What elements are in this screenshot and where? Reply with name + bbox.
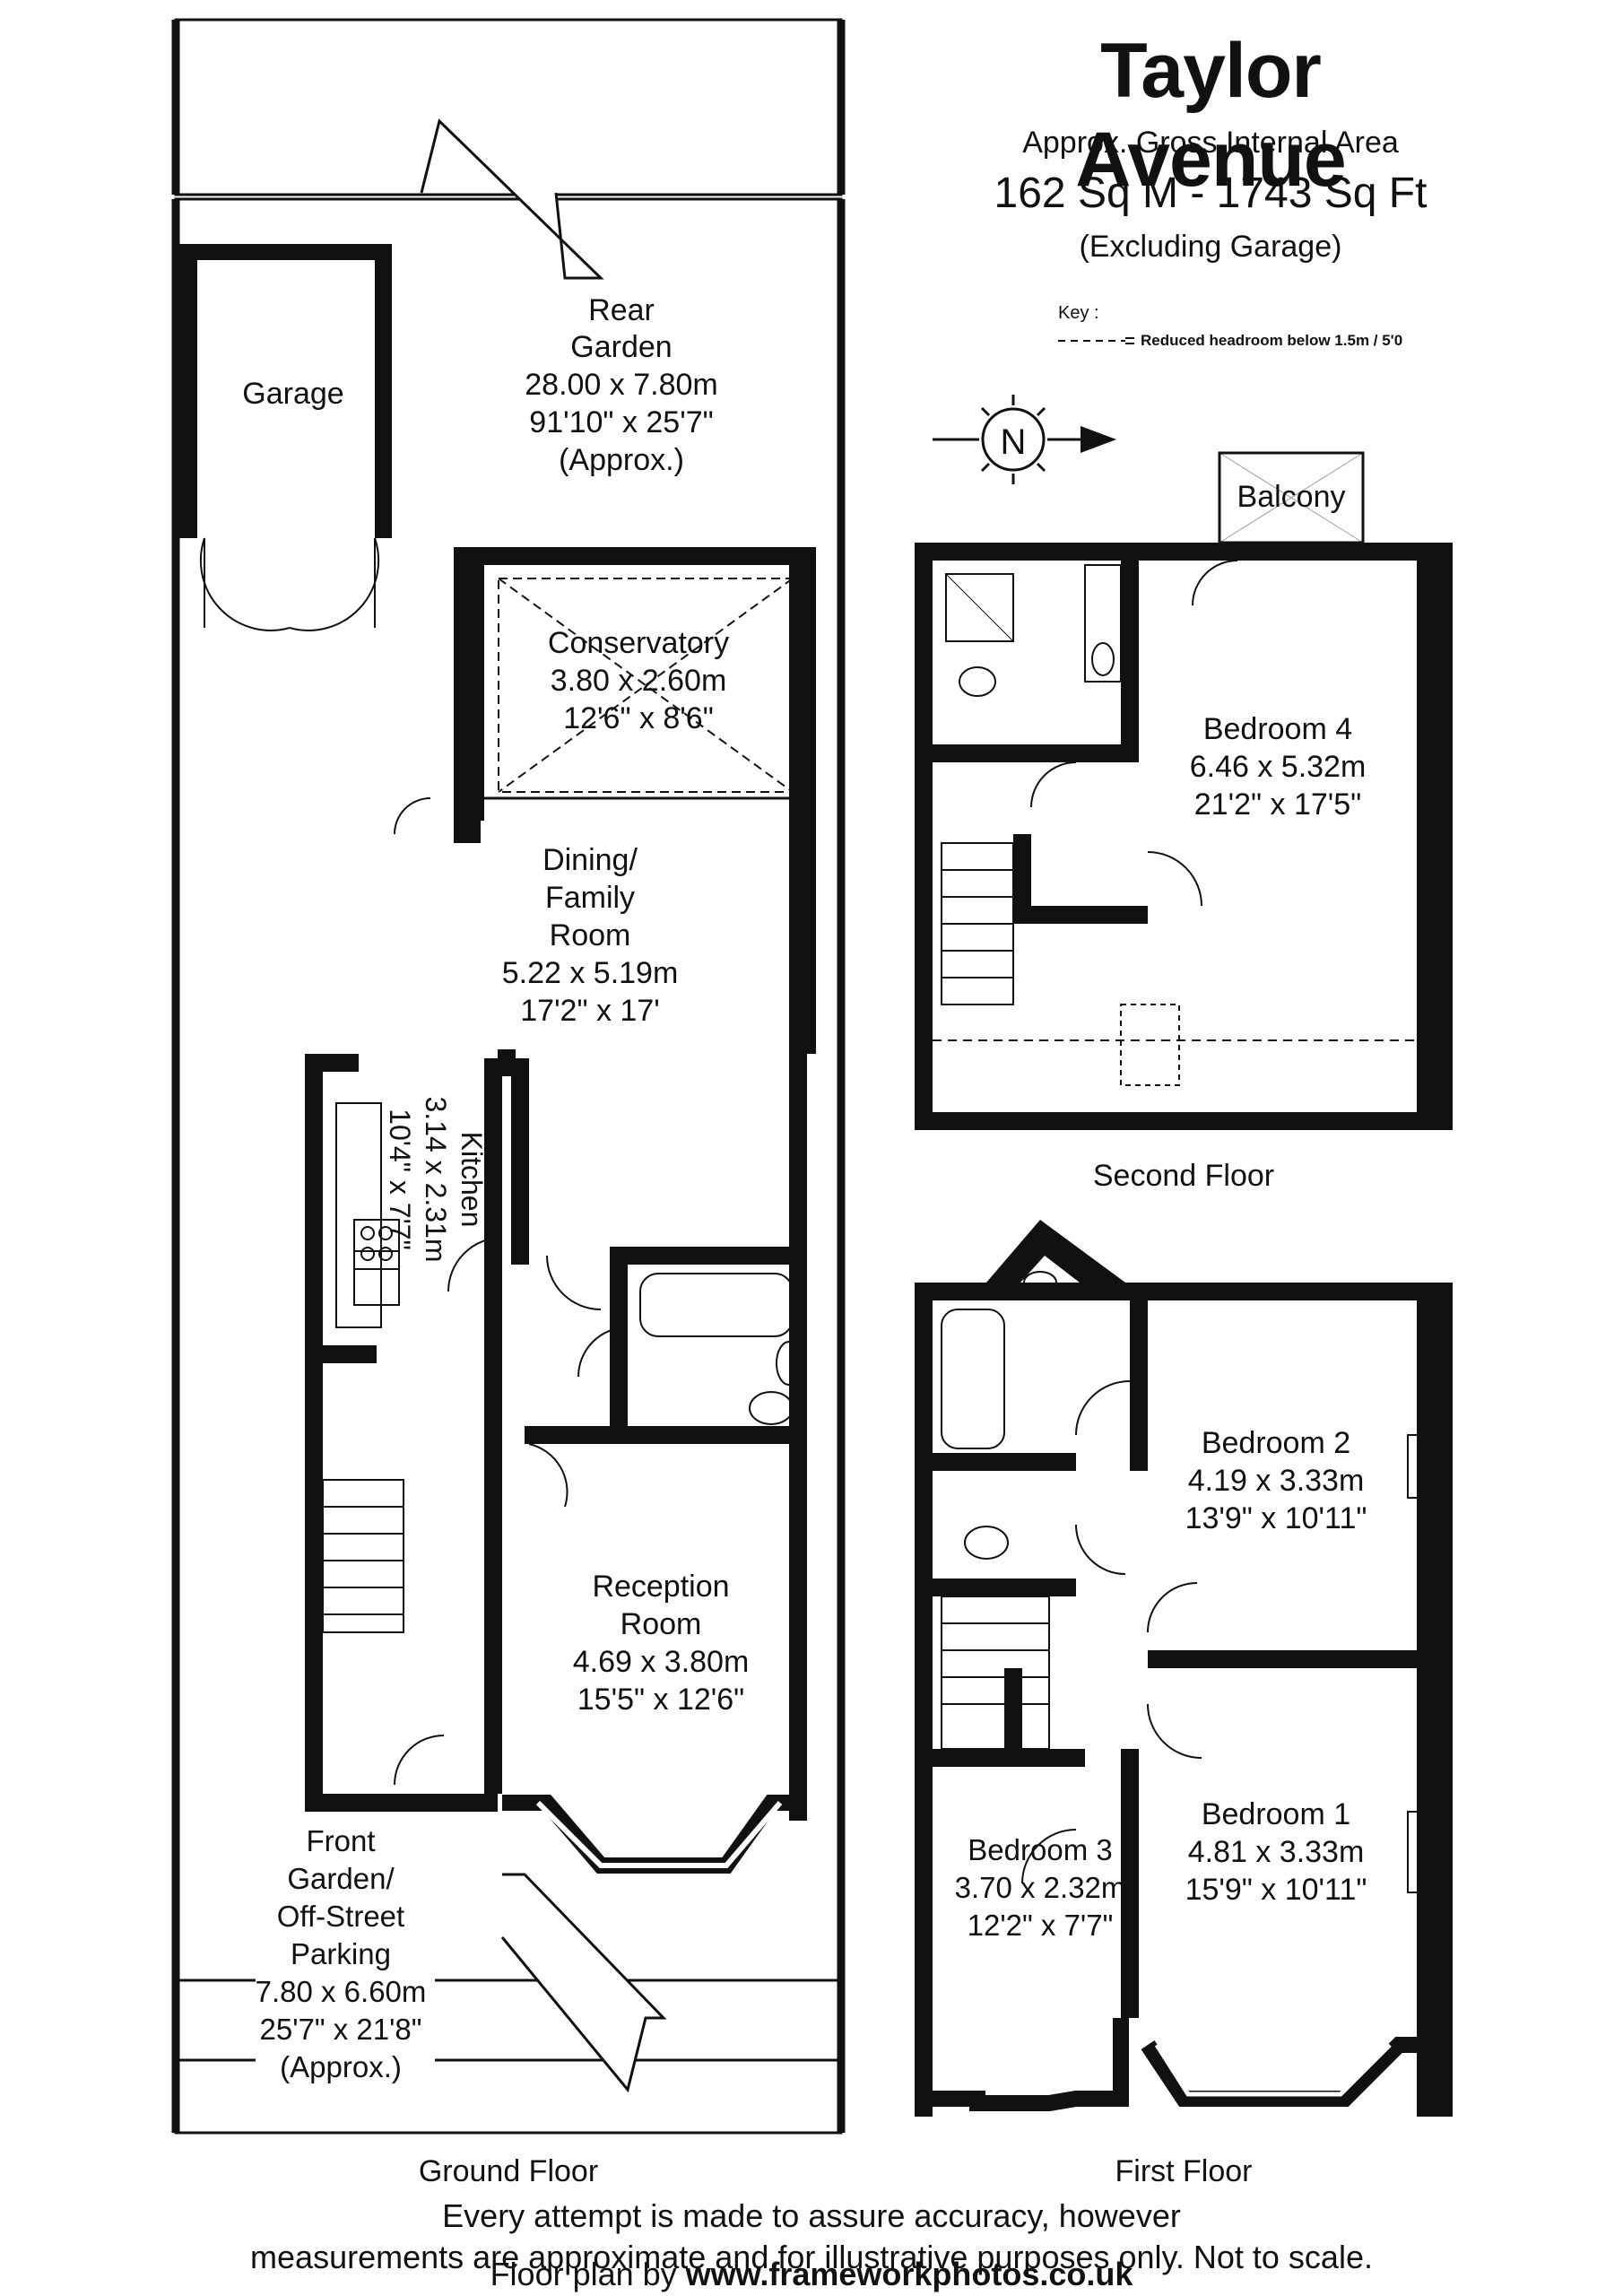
svg-text:12'6" x 8'6": 12'6" x 8'6" <box>563 701 714 735</box>
svg-text:4.81 x 3.33m: 4.81 x 3.33m <box>1188 1835 1365 1869</box>
svg-text:Family: Family <box>545 881 635 915</box>
svg-text:4.69 x 3.80m: 4.69 x 3.80m <box>573 1645 750 1679</box>
first-floor-title: First Floor <box>1115 2154 1253 2188</box>
conservatory-label: Conservatory 3.80 x 2.60m 12'6" x 8'6" <box>548 626 729 735</box>
credit-line-text: Floor plan by www.frameworkphotos.co.uk <box>0 2255 1623 2294</box>
svg-text:Garden: Garden <box>570 330 672 364</box>
dining-family-label: Dining/ Family Room 5.22 x 5.19m 17'2" x… <box>502 843 679 1028</box>
svg-text:Garden/: Garden/ <box>287 1862 395 1895</box>
svg-text:6.46 x 5.32m: 6.46 x 5.32m <box>1190 750 1367 784</box>
disclaimer-line-1: Every attempt is made to assure accuracy… <box>442 2197 1181 2234</box>
svg-text:Conservatory: Conservatory <box>548 626 729 660</box>
svg-text:Bedroom 3: Bedroom 3 <box>968 1833 1112 1866</box>
garage-label: Garage <box>242 377 343 411</box>
svg-text:17'2" x 17': 17'2" x 17' <box>520 994 660 1028</box>
area-label: Approx. Gross Internal Area <box>1022 126 1399 160</box>
svg-text:Room: Room <box>621 1607 702 1641</box>
svg-text:Room: Room <box>550 918 631 952</box>
svg-text:5.22 x 5.19m: 5.22 x 5.19m <box>502 956 679 990</box>
ground-floor-plan <box>171 18 846 2135</box>
svg-text:21'2" x 17'5": 21'2" x 17'5" <box>1194 787 1361 822</box>
bedroom-4-label: Bedroom 4 6.46 x 5.32m 21'2" x 17'5" <box>1190 712 1367 822</box>
svg-text:(Approx.): (Approx.) <box>280 2050 402 2083</box>
svg-text:28.00 x 7.80m: 28.00 x 7.80m <box>525 368 717 402</box>
compass-icon: N <box>933 395 1116 484</box>
svg-text:Bedroom 4: Bedroom 4 <box>1203 712 1352 746</box>
second-floor-title: Second Floor <box>1093 1159 1274 1193</box>
svg-text:15'5" x 12'6": 15'5" x 12'6" <box>577 1683 744 1717</box>
second-floor-plan <box>915 451 1453 1130</box>
credit-prefix: Floor plan by <box>490 2256 686 2292</box>
svg-text:91'10" x 25'7": 91'10" x 25'7" <box>529 405 713 439</box>
svg-text:Bedroom 1: Bedroom 1 <box>1202 1797 1350 1831</box>
first-floor-plan <box>915 1220 1453 2117</box>
svg-text:15'9" x 10'11": 15'9" x 10'11" <box>1185 1873 1367 1907</box>
svg-text:Parking: Parking <box>291 1937 391 1970</box>
kitchen-label: Kitchen 3.14 x 2.31m 10'4" x 7'7" <box>384 1097 488 1263</box>
svg-text:3.70 x 2.32m: 3.70 x 2.32m <box>955 1871 1126 1904</box>
bedroom-1-label: Bedroom 1 4.81 x 3.33m 15'9" x 10'11" <box>1185 1797 1367 1907</box>
reception-room-label: Reception Room 4.69 x 3.80m 15'5" x 12'6… <box>573 1570 750 1717</box>
svg-text:25'7" x 21'8": 25'7" x 21'8" <box>260 2013 422 2046</box>
bedroom-3-label: Bedroom 3 3.70 x 2.32m 12'2" x 7'7" <box>955 1833 1126 1942</box>
svg-text:12'2" x 7'7": 12'2" x 7'7" <box>968 1909 1114 1942</box>
svg-text:Rear: Rear <box>588 293 655 327</box>
svg-text:Dining/: Dining/ <box>542 843 638 877</box>
rear-garden-label: Rear Garden 28.00 x 7.80m 91'10" x 25'7"… <box>525 293 717 477</box>
area-value: 162 Sq M - 1743 Sq Ft <box>994 170 1428 217</box>
svg-text:Bedroom 2: Bedroom 2 <box>1202 1426 1350 1460</box>
svg-text:(Approx.): (Approx.) <box>559 443 684 477</box>
svg-text:4.19 x 3.33m: 4.19 x 3.33m <box>1188 1464 1365 1498</box>
key-label: Key : <box>1058 303 1099 323</box>
svg-text:Reception: Reception <box>592 1570 729 1604</box>
ground-floor-title: Ground Floor <box>419 2154 598 2188</box>
compass-letter: N <box>1001 422 1027 462</box>
credit-website-link[interactable]: www.frameworkphotos.co.uk <box>685 2256 1133 2292</box>
svg-text:10'4" x 7'7": 10'4" x 7'7" <box>384 1109 416 1250</box>
plan-title: Taylor Avenue <box>1075 28 1346 203</box>
area-note: (Excluding Garage) <box>1079 230 1342 264</box>
svg-text:Front: Front <box>306 1824 375 1857</box>
bedroom-2-label: Bedroom 2 4.19 x 3.33m 13'9" x 10'11" <box>1185 1426 1367 1535</box>
svg-text:Kitchen: Kitchen <box>456 1132 488 1228</box>
svg-text:13'9" x 10'11": 13'9" x 10'11" <box>1185 1501 1367 1535</box>
svg-text:3.14 x 2.31m: 3.14 x 2.31m <box>420 1097 452 1263</box>
svg-text:7.80 x 6.60m: 7.80 x 6.60m <box>256 1975 427 2008</box>
key-text: Reduced headroom below 1.5m / 5'0 <box>1141 332 1403 349</box>
svg-text:Off-Street: Off-Street <box>277 1900 404 1933</box>
balcony-label: Balcony <box>1237 480 1346 514</box>
front-garden-label: Front Garden/ Off-Street Parking 7.80 x … <box>256 1821 435 2117</box>
disclaimer-line-2: measurements are approximate and for ill… <box>250 2239 1373 2275</box>
svg-text:3.80 x 2.60m: 3.80 x 2.60m <box>551 664 727 698</box>
